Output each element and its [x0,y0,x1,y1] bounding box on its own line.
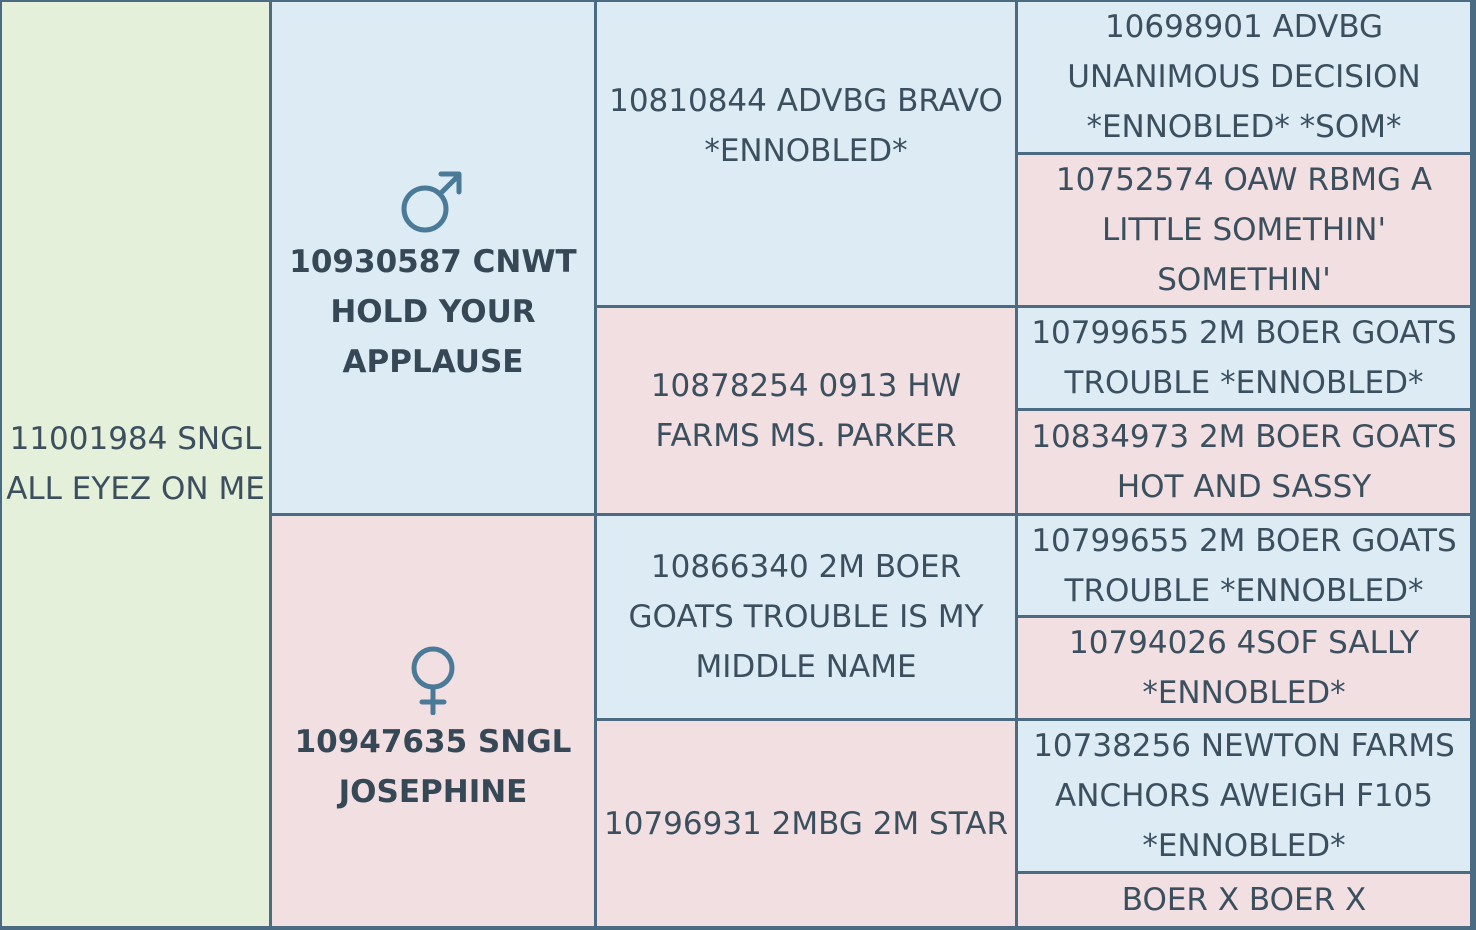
great-grandparent-cell[interactable]: 10738256 NEWTON FARMS ANCHORS AWEIGH F10… [1018,721,1470,871]
grandparent-cell[interactable]: 10878254 0913 HW FARMS MS. PARKER [597,308,1015,513]
great-grandparent-name: 10698901 ADVBG UNANIMOUS DECISION *ENNOB… [1067,9,1421,145]
dam-cell[interactable]: 10947635 SNGL JOSEPHINE [272,516,594,926]
female-symbol-icon [399,645,467,715]
subject-name: 11001984 SNGL ALL EYEZ ON ME [6,421,265,507]
dam-name: 10947635 SNGL JOSEPHINE [294,724,572,810]
grandparent-cell[interactable]: 10796931 2MBG 2M STAR [597,721,1015,926]
great-grandparent-name: 10799655 2M BOER GOATS TROUBLE *ENNOBLED… [1031,522,1457,609]
great-grandparent-name: 10794026 4SOF SALLY *ENNOBLED* [1069,625,1419,711]
great-grandparent-name: 10752574 OAW RBMG A LITTLE SOMETHIN' SOM… [1055,162,1433,298]
great-grandparent-name: BOER X BOER X [1121,882,1367,918]
great-grandparent-cell[interactable]: 10799655 2M BOER GOATS TROUBLE *ENNOBLED… [1018,308,1470,408]
grandparent-name: 10796931 2MBG 2M STAR [604,805,1008,842]
great-grandparent-name: 10738256 NEWTON FARMS ANCHORS AWEIGH F10… [1033,728,1455,864]
great-grandparent-cell[interactable]: 10752574 OAW RBMG A LITTLE SOMETHIN' SOM… [1018,155,1470,305]
great-grandparent-cell[interactable]: 10698901 ADVBG UNANIMOUS DECISION *ENNOB… [1018,2,1470,152]
sire-name: 10930587 CNWT HOLD YOUR APPLAUSE [289,243,577,380]
grandparent-name: 10866340 2M BOER GOATS TROUBLE IS MY MID… [628,549,984,685]
grandparent-name: 10810844 ADVBG BRAVO *ENNOBLED* [609,82,1003,169]
subject-cell[interactable]: 11001984 SNGL ALL EYEZ ON ME [2,2,269,926]
great-grandparent-cell[interactable]: 10834973 2M BOER GOATS HOT AND SASSY [1018,411,1470,513]
great-grandparent-name: 10799655 2M BOER GOATS TROUBLE *ENNOBLED… [1031,315,1457,401]
great-grandparent-cell[interactable]: BOER X BOER X [1018,874,1470,926]
male-symbol-icon [399,165,467,235]
great-grandparent-name: 10834973 2M BOER GOATS HOT AND SASSY [1031,419,1457,505]
grandparent-cell[interactable]: 10866340 2M BOER GOATS TROUBLE IS MY MID… [597,516,1015,718]
grandparent-name: 10878254 0913 HW FARMS MS. PARKER [650,367,962,454]
great-grandparent-cell[interactable]: 10799655 2M BOER GOATS TROUBLE *ENNOBLED… [1018,516,1470,615]
grandparent-cell[interactable]: 10810844 ADVBG BRAVO *ENNOBLED* [597,2,1015,305]
sire-cell[interactable]: 10930587 CNWT HOLD YOUR APPLAUSE [272,2,594,513]
great-grandparent-cell[interactable]: 10794026 4SOF SALLY *ENNOBLED* [1018,618,1470,718]
